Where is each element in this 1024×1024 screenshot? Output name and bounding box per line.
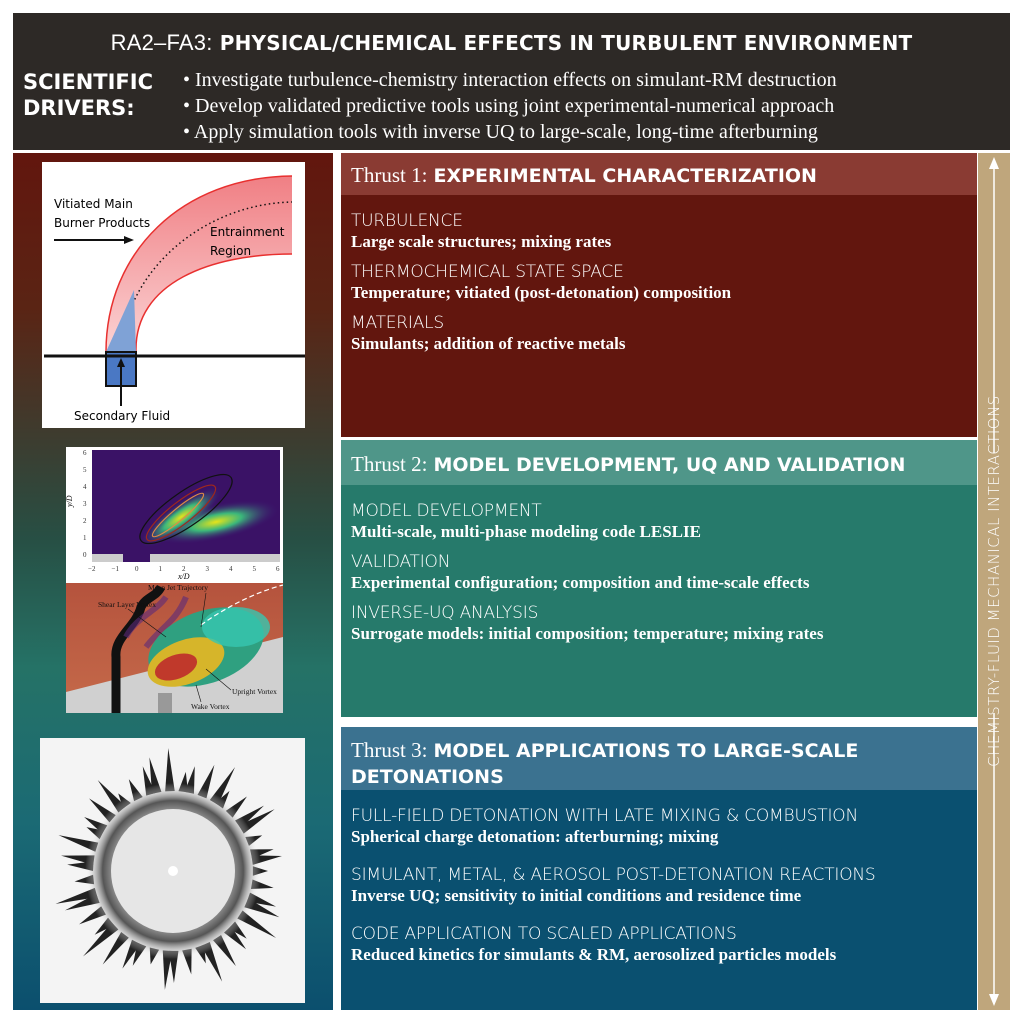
thrust-1-prefix: Thrust 1: [351,163,428,187]
header-banner: RA2–FA3: PHYSICAL/CHEMICAL EFFECTS IN TU… [13,13,1010,150]
thrust-3-body: FULL-FIELD DETONATION WITH LATE MIXING &… [341,790,977,1010]
item-title: FULL-FIELD DETONATION WITH LATE MIXING &… [351,806,858,826]
x-tick-label: −1 [112,565,120,573]
item-title: MODEL DEVELOPMENT [351,501,542,521]
item-title: THERMOCHEMICAL STATE SPACE [351,262,624,282]
item-desc: Surrogate models: initial composition; t… [351,624,824,643]
thrust-1-header: Thrust 1: EXPERIMENTAL CHARACTERIZATION [341,153,977,195]
double-arrow-icon [989,157,999,1006]
fireball-spike [55,887,98,904]
title-main: PHYSICAL/CHEMICAL EFFECTS IN TURBULENT E… [219,31,913,55]
y-tick-label: 2 [83,517,87,525]
item-desc: Multi-scale, multi-phase modeling code L… [351,522,701,541]
page-title: RA2–FA3: PHYSICAL/CHEMICAL EFFECTS IN TU… [13,30,1010,56]
jet-crossflow-schematic: Vitiated Main Burner Products Entrainmen… [42,162,305,428]
x-tick-label: 5 [253,565,257,573]
item-title: INVERSE-UQ ANALYSIS [351,603,539,623]
thrusts-column: Thrust 1: EXPERIMENTAL CHARACTERIZATION … [341,153,977,1010]
scientific-drivers-label: SCIENTIFIC DRIVERS: [23,69,153,121]
drivers-label-line2: DRIVERS: [23,96,135,120]
thrust-3-prefix: Thrust 3: [351,738,428,762]
item-title: MATERIALS [351,313,445,333]
item-desc: Spherical charge detonation: afterburnin… [351,827,719,846]
driver-item: • Investigate turbulence-chemistry inter… [183,69,837,91]
fireball-spike [165,748,175,792]
y-tick-label: 5 [83,466,87,474]
x-tick-label: −2 [88,565,96,573]
simulation-figure: 0 1 2 3 4 5 6 −2 −1 0 1 2 3 4 5 6 y/D x/D Mean Jet Tra… [66,447,283,713]
detonation-fireball-image [40,738,305,1003]
x-axis-label: x/D [177,572,190,581]
y-axis-label: y/D [66,495,74,508]
y-tick-label: 1 [83,534,87,542]
label-burner-products: Burner Products [54,216,150,230]
label-entrainment: Entrainment [210,225,285,239]
y-axis-ticks: 0 1 2 3 4 5 6 [83,449,87,559]
y-tick-label: 6 [83,449,87,457]
fireball-spike [162,950,173,990]
x-tick-label: 4 [229,565,233,573]
y-tick-label: 3 [83,500,87,508]
label-wake-vortex: Wake Vortex [191,702,230,711]
interactions-sidebar: CHEMISTRY-FLUID MECHANICAL INTERACTIONS [978,153,1010,1010]
thrust-1-title: EXPERIMENTAL CHARACTERIZATION [433,165,817,187]
label-region: Region [210,244,251,258]
item-desc: Simulants; addition of reactive metals [351,334,626,353]
title-prefix: RA2–FA3: [110,30,213,55]
label-shear-layer-vortex: Shear Layer Vortex [98,600,156,609]
label-mean-jet-trajectory: Mean Jet Trajectory [148,583,208,592]
x-tick-label: 3 [206,565,210,573]
thrust-item: SIMULANT, METAL, & AEROSOL POST-DETONATI… [351,865,967,906]
sidebar-label: CHEMISTRY-FLUID MECHANICAL INTERACTIONS [985,395,1003,767]
figures-column: Vitiated Main Burner Products Entrainmen… [13,153,333,1010]
x-tick-label: 0 [135,565,139,573]
item-title: TURBULENCE [351,211,463,231]
driver-item: • Develop validated predictive tools usi… [183,95,835,117]
driver-item: • Apply simulation tools with inverse UQ… [183,121,818,143]
item-desc: Temperature; vitiated (post-detonation) … [351,283,732,302]
y-tick-label: 0 [83,551,87,559]
item-desc: Large scale structures; mixing rates [351,232,612,251]
item-title: SIMULANT, METAL, & AEROSOL POST-DETONATI… [351,865,876,885]
thrust-2-prefix: Thrust 2: [351,452,428,476]
y-tick-label: 4 [83,483,87,491]
label-secondary-fluid: Secondary Fluid [74,409,170,423]
label-vitiated: Vitiated Main [54,197,133,211]
item-desc: Reduced kinetics for simulants & RM, aer… [351,945,837,964]
x-tick-label: 1 [159,565,163,573]
x-tick-label: 2 [182,565,186,573]
thrust-3-header: Thrust 3: MODEL APPLICATIONS TO LARGE-SC… [341,727,977,790]
item-desc: Experimental configuration; composition … [351,573,810,592]
label-upright-vortex: Upright Vortex [232,687,277,696]
x-axis-ticks: −2 −1 0 1 2 3 4 5 6 [88,565,280,573]
item-title: VALIDATION [351,552,451,572]
x-tick-label: 6 [276,565,280,573]
drivers-label-line1: SCIENTIFIC [23,70,153,94]
drivers-list: • Investigate turbulence-chemistry inter… [183,67,837,145]
item-title: CODE APPLICATION TO SCALED APPLICATIONS [351,924,737,944]
thrust-item: FULL-FIELD DETONATION WITH LATE MIXING &… [351,806,967,847]
thrust-3-title: MODEL APPLICATIONS TO LARGE-SCALE DETONA… [351,740,859,788]
thrust-2-header: Thrust 2: MODEL DEVELOPMENT, UQ AND VALI… [341,440,977,485]
thrust-2-title: MODEL DEVELOPMENT, UQ AND VALIDATION [433,454,906,476]
item-desc: Inverse UQ; sensitivity to initial condi… [351,886,802,905]
